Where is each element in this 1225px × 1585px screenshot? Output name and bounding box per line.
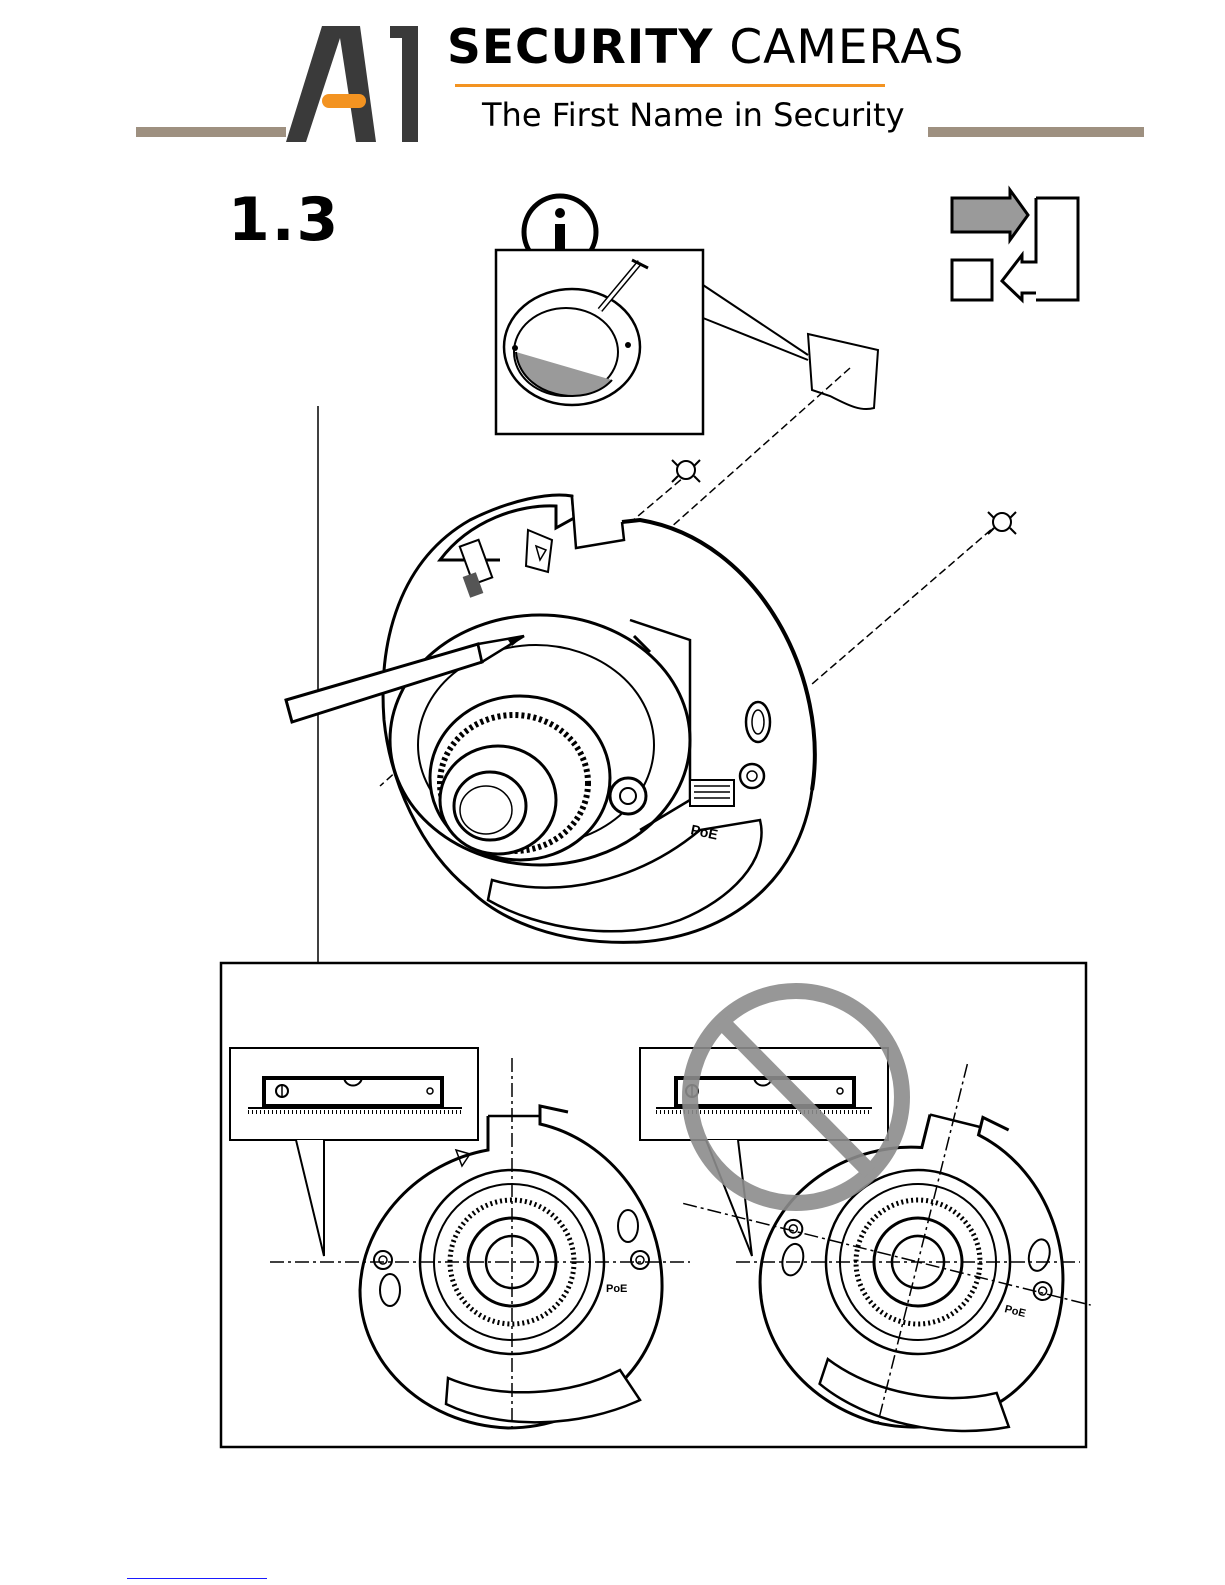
poe-label-correct: PoE xyxy=(606,1283,627,1295)
camera-lens xyxy=(430,696,610,860)
info-callout xyxy=(496,250,878,434)
footer-link-underline xyxy=(127,1578,267,1579)
screw-marker-1 xyxy=(672,460,700,482)
screw-marker-2 xyxy=(988,512,1016,534)
camera-base xyxy=(383,495,815,942)
sequence-arrows-icon xyxy=(952,190,1078,300)
